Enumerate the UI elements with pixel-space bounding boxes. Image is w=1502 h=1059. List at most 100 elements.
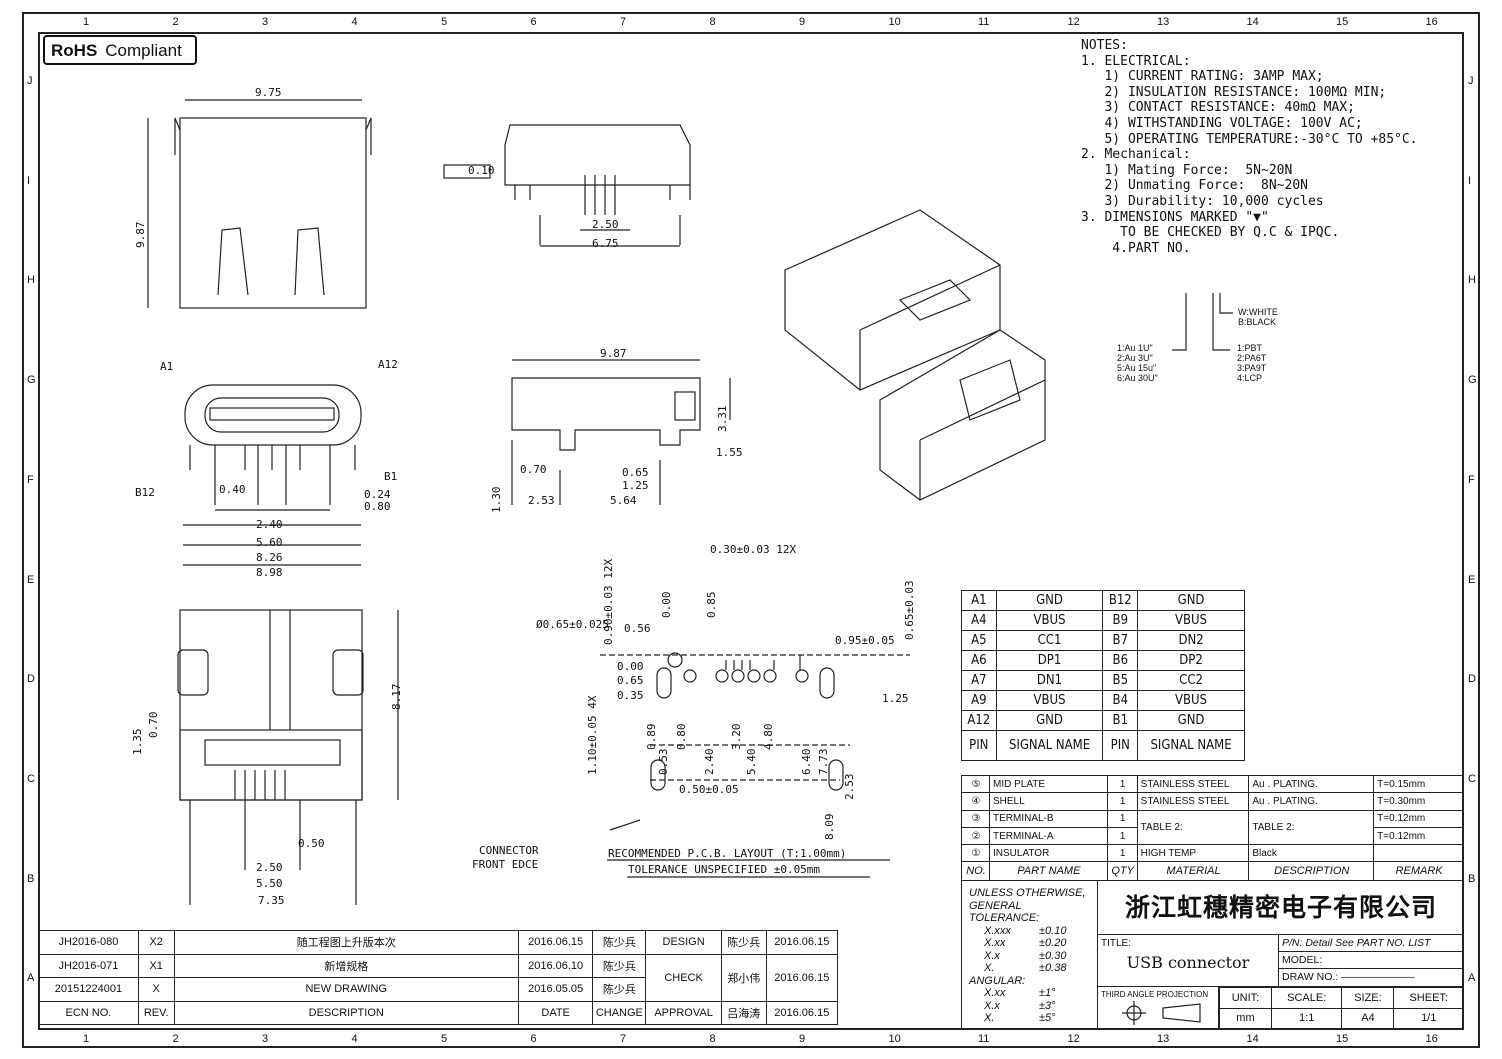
part-cell: T=0.12mm <box>1373 826 1464 846</box>
grid-column-label: 5 <box>441 16 448 28</box>
revision-cell: 2016.05.05 <box>517 977 594 1002</box>
dimension-label: 0.90±0.03 12X <box>602 558 615 645</box>
signal-name: CC1 <box>995 630 1104 651</box>
approval-cell: 2016.06.15 <box>765 1000 839 1025</box>
dimension-label: 1.35 <box>131 728 144 756</box>
revision-cell: 陈少兵 <box>592 953 647 978</box>
plating-option: 5:Au 15u" <box>1117 363 1157 373</box>
grid-row-label: E <box>1468 573 1476 586</box>
notes-block: NOTES:1. ELECTRICAL: 1) CURRENT RATING: … <box>1081 38 1418 256</box>
grid-column-label: 8 <box>709 16 716 28</box>
grid-column-label: 12 <box>1067 16 1080 28</box>
part-cell: 1 <box>1106 774 1138 794</box>
part-cell: Au . PLATING. <box>1248 774 1375 794</box>
grid-row-label: J <box>27 75 33 87</box>
revision-cell: 陈少兵 <box>592 930 647 955</box>
side-view-right <box>511 359 731 505</box>
tolerance-format: X.xxx <box>984 924 1011 937</box>
dimension-label: Ø0.65±0.025 <box>536 618 609 631</box>
grid-column-label: 10 <box>888 16 901 28</box>
model: MODEL: <box>1279 952 1464 969</box>
dimension-label: 4.80 <box>762 723 775 751</box>
pin-id: B5 <box>1102 670 1139 691</box>
dimension-label: 3.31 <box>716 405 729 433</box>
signal-name: VBUS <box>995 690 1104 711</box>
note-line: NOTES: <box>1081 38 1128 53</box>
title-label: TITLE: <box>1101 938 1132 949</box>
plating-option: 2:Au 3U" <box>1117 353 1153 363</box>
approval-cell: APPROVAL <box>645 1000 722 1025</box>
top-view <box>147 99 372 309</box>
dimension-label: 0.65 <box>622 466 649 479</box>
grid-row-label: A <box>27 972 35 985</box>
grid-row-label: A <box>1468 972 1476 985</box>
dimension-label: 8.17 <box>390 683 403 711</box>
part-cell: TABLE 2: <box>1248 809 1375 846</box>
unit-value: mm <box>1219 1007 1272 1029</box>
part-cell: Black <box>1248 844 1375 863</box>
tolerance-value: ±0.10 <box>1039 924 1067 937</box>
grid-row-label: J <box>1468 75 1474 87</box>
grid-column-label: 8 <box>709 1033 716 1045</box>
dimension-label: 8.26 <box>256 551 283 564</box>
pin-id: B1 <box>1102 710 1139 731</box>
dimension-label: 0.40 <box>219 483 246 496</box>
grid-column-label: 3 <box>262 1033 269 1045</box>
pin-id: A7 <box>961 670 997 691</box>
pcb-layout <box>600 652 910 878</box>
tolerance-format: X.xx <box>984 937 1006 949</box>
pin-id: A4 <box>961 610 997 631</box>
parts-header-cell: NO. <box>961 861 990 882</box>
pin-id: A12 <box>961 710 997 731</box>
grid-row-label: C <box>1468 772 1476 785</box>
tolerance-value: ±0.20 <box>1039 937 1067 949</box>
dimension-label: CONNECTOR <box>479 844 539 857</box>
tolerance-value: ±3° <box>1039 999 1056 1012</box>
note-line: 3) Durability: 10,000 cycles <box>1081 193 1324 209</box>
note-line: 2) Unmating Force: 8N~20N <box>1081 178 1308 194</box>
dimension-label: RECOMMENDED P.C.B. LAYOUT (T:1.00mm) <box>608 847 847 860</box>
dimension-label: 0.70 <box>520 463 547 476</box>
size-value: A4 <box>1341 1007 1395 1029</box>
grid-column-label: 15 <box>1336 1033 1349 1045</box>
revision-cell: NEW DRAWING <box>173 977 519 1002</box>
part-cell: T=0.15mm <box>1373 774 1464 794</box>
part-cell: T=0.30mm <box>1373 792 1464 811</box>
dimension-label: 0.80 <box>364 500 391 513</box>
dimension-label: 1.25 <box>622 479 649 492</box>
dimension-label: 0.85 <box>705 591 718 619</box>
revision-cell: X1 <box>137 953 175 978</box>
approval-cell: 陈少兵 <box>720 930 767 955</box>
dimension-label: 5.64 <box>610 494 637 507</box>
revision-cell: X <box>137 977 175 1002</box>
signal-name: DN1 <box>995 670 1104 691</box>
pin-id: A5 <box>961 630 997 651</box>
pin-id: A6 <box>961 650 997 671</box>
part-cell: ② <box>961 826 990 846</box>
dimension-label: 1.25 <box>882 692 909 705</box>
material-option: 4:LCP <box>1237 373 1263 383</box>
pin-header-cell: SIGNAL NAME <box>995 730 1104 761</box>
grid-row-label: F <box>1468 473 1475 486</box>
note-line: TO BE CHECKED BY Q.C & IPQC. <box>1081 225 1340 241</box>
dimension-label: 0.89 <box>645 723 658 751</box>
dimension-label: 0.53 <box>657 748 670 776</box>
revision-cell: 20151224001 <box>38 977 139 1002</box>
signal-name: DN2 <box>1137 630 1245 651</box>
dimension-label: 0.80 <box>675 723 688 751</box>
revision-cell: JH2016-071 <box>38 953 139 978</box>
part-cell: INSULATOR <box>988 844 1108 863</box>
inner-frame <box>38 32 1464 1030</box>
grid-column-label: 6 <box>530 16 537 28</box>
dimension-label: B12 <box>135 486 155 499</box>
